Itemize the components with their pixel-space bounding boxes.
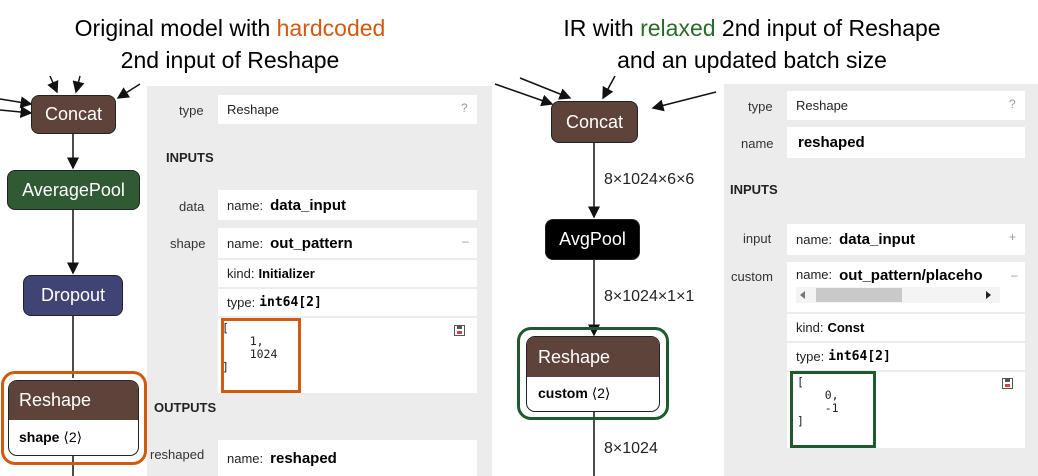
right-heading: IR with relaxed 2nd input of Reshape and… xyxy=(563,15,941,73)
left-data-label: data xyxy=(179,199,205,214)
right-node-avgpool[interactable]: AvgPool xyxy=(545,219,640,260)
right-custom-label: custom xyxy=(731,269,773,284)
left-outputs-title: OUTPUTS xyxy=(154,400,217,415)
right-custom-kind-field: kind:Const xyxy=(787,314,1025,341)
left-shape-type-field: type:int64[2] xyxy=(218,289,477,316)
right-reshape-attr: custom ⟨2⟩ xyxy=(538,385,611,401)
left-type-label: type xyxy=(179,103,204,118)
left-reshaped-label: reshaped xyxy=(150,447,205,462)
right-node-reshape[interactable]: Reshape custom ⟨2⟩ xyxy=(526,336,660,412)
left-heading-highlight: hardcoded xyxy=(276,15,386,41)
left-data-input-field[interactable]: name:data_input xyxy=(218,190,477,220)
left-code-highlight xyxy=(221,318,301,393)
right-edge-label-3: 8×1024 xyxy=(604,440,658,457)
right-inputs-title: INPUTS xyxy=(730,182,778,197)
left-type-field[interactable]: Reshape xyxy=(218,95,477,124)
right-input-label: input xyxy=(743,231,772,246)
right-name-label: name xyxy=(741,136,774,151)
right-code-highlight xyxy=(790,371,876,448)
left-inputs-title: INPUTS xyxy=(166,150,214,165)
left-node-reshape[interactable]: Reshape shape ⟨2⟩ xyxy=(8,380,139,456)
left-node-concat[interactable]: Concat xyxy=(31,95,116,134)
right-node-concat[interactable]: Concat xyxy=(551,101,638,143)
right-save-icon[interactable] xyxy=(1002,378,1013,389)
left-node-dropout[interactable]: Dropout xyxy=(23,275,123,316)
right-reshape-header: Reshape xyxy=(527,337,659,377)
right-input-name-field[interactable]: name:data_input xyxy=(787,224,1025,255)
right-type-label: type xyxy=(748,99,773,114)
left-type-help-icon[interactable]: ? xyxy=(461,101,468,115)
left-shape-collapse-icon[interactable]: – xyxy=(462,234,469,248)
right-reshape-highlight xyxy=(517,327,669,420)
left-shape-label: shape xyxy=(170,236,206,251)
left-reshape-highlight xyxy=(1,371,147,465)
scroll-right-arrow-icon[interactable] xyxy=(986,291,991,299)
right-type-field[interactable]: Reshape xyxy=(787,91,1025,120)
left-save-icon[interactable] xyxy=(454,325,465,336)
right-name-field[interactable]: reshaped xyxy=(787,127,1025,158)
left-output-name-field[interactable]: name:reshaped xyxy=(218,440,477,476)
right-edge-label-1: 8×1024×6×6 xyxy=(604,171,695,188)
left-shape-kind-field: kind:Initializer xyxy=(218,260,477,287)
left-shape-value-code: [ 1, 1024 ] xyxy=(218,318,477,393)
right-custom-value-code: [ 0, -1 ] xyxy=(787,372,1025,448)
left-reshape-header: Reshape xyxy=(9,381,138,420)
left-shape-name-field[interactable]: name:out_pattern xyxy=(218,228,477,258)
right-type-help-icon[interactable]: ? xyxy=(1009,97,1016,111)
left-reshape-attr: shape ⟨2⟩ xyxy=(19,429,83,445)
right-edge-label-2: 8×1024×1×1 xyxy=(604,288,695,305)
right-custom-scrollbar[interactable] xyxy=(796,287,1000,303)
right-input-expand-icon[interactable]: + xyxy=(1009,230,1017,244)
right-custom-collapse-icon[interactable]: – xyxy=(1011,268,1018,282)
right-custom-type-field: type:int64[2] xyxy=(787,343,1025,370)
right-heading-highlight: relaxed xyxy=(640,15,716,41)
left-node-averagepool[interactable]: AveragePool xyxy=(7,170,140,210)
scrollbar-thumb[interactable] xyxy=(816,288,902,302)
scroll-left-arrow-icon[interactable] xyxy=(800,291,805,299)
left-heading: Original model with hardcoded 2nd input … xyxy=(74,15,386,73)
